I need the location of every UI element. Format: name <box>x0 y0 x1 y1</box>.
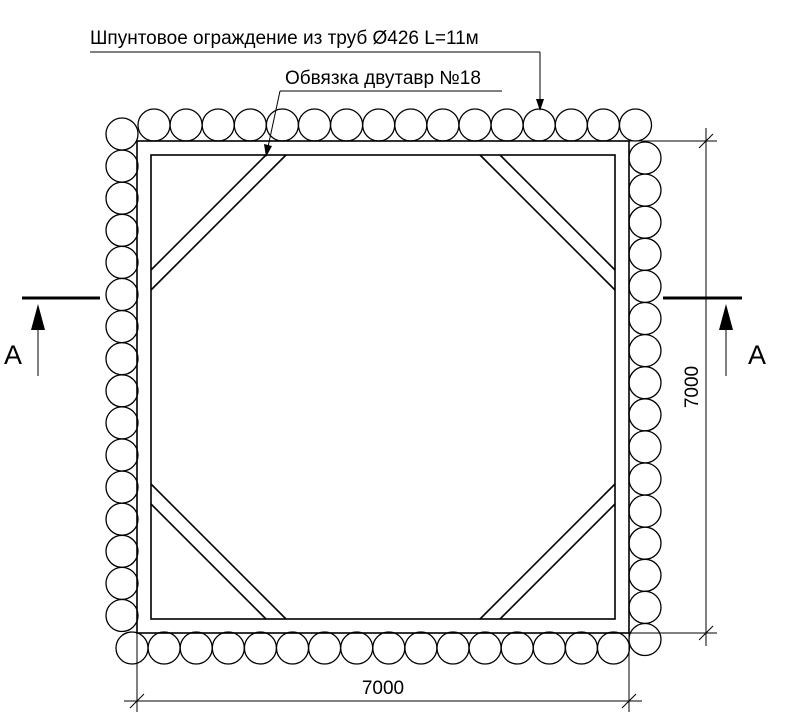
pile-row-bottom <box>115 631 631 665</box>
pile-right <box>628 205 662 239</box>
callout-waling: Обвязка двутавр №18 <box>285 68 481 89</box>
section-mark-right <box>663 296 742 376</box>
pile-row-top <box>137 108 653 142</box>
pile-right <box>628 173 662 207</box>
pile-top <box>426 108 460 142</box>
pile-top <box>522 108 556 142</box>
pile-top <box>362 108 396 142</box>
section-label-right: А <box>748 340 766 370</box>
pile-top <box>233 108 267 142</box>
section-label-left: А <box>4 340 22 370</box>
pile-top <box>329 108 364 142</box>
pile-left <box>105 438 139 472</box>
callout-sheet-piling: Шпунтовое ограждение из труб Ø426 L=11м <box>90 28 479 49</box>
corner-brace-top-left <box>150 154 287 291</box>
dimension-width-value: 7000 <box>362 678 404 699</box>
pile-top <box>265 108 300 142</box>
pile-right <box>628 366 662 400</box>
pile-left <box>105 566 139 601</box>
pile-bottom <box>404 631 438 665</box>
pile-bottom <box>500 631 534 665</box>
corner-brace-bottom-left <box>150 483 287 620</box>
pile-right <box>628 526 662 560</box>
pile-bottom <box>243 631 278 665</box>
waling-frame-inner <box>150 154 616 620</box>
dimension-height-value: 7000 <box>682 366 703 408</box>
pile-bottom <box>372 631 406 665</box>
pile-top <box>394 108 428 142</box>
pile-bottom <box>211 631 245 665</box>
pile-left <box>105 181 139 215</box>
pile-right <box>628 141 662 175</box>
waling-frame-outer <box>136 140 630 634</box>
pile-top <box>586 108 621 142</box>
pile-top <box>297 108 332 142</box>
pile-left <box>105 374 139 408</box>
pile-bottom <box>147 631 181 665</box>
pile-right <box>628 590 662 625</box>
pile-left <box>105 245 139 280</box>
pile-left <box>105 117 139 151</box>
pile-left <box>105 309 139 344</box>
pile-bottom <box>468 631 502 665</box>
pile-bottom <box>179 631 213 665</box>
pile-row-right <box>628 141 662 657</box>
pile-right <box>628 430 662 464</box>
pile-left <box>105 470 139 504</box>
pile-left <box>105 213 139 247</box>
pile-right <box>628 237 662 271</box>
corner-brace-bottom-right <box>479 483 616 620</box>
dimension-height <box>629 128 717 646</box>
pile-bottom <box>436 631 470 665</box>
pile-left <box>105 598 139 633</box>
pile-right <box>628 301 662 336</box>
pile-left <box>105 277 139 312</box>
leader-sheet-piling <box>90 51 544 111</box>
pile-top <box>554 108 588 142</box>
pile-bottom <box>340 631 374 665</box>
pile-bottom <box>564 631 599 665</box>
pile-bottom <box>596 631 631 665</box>
pile-bottom <box>532 631 566 665</box>
pile-left <box>105 406 139 440</box>
pile-top <box>618 108 653 142</box>
pile-right <box>628 622 662 657</box>
pile-right <box>628 333 662 368</box>
pile-bottom <box>115 631 149 665</box>
pile-right <box>628 494 662 528</box>
pile-row-left <box>105 117 139 633</box>
pile-top <box>137 108 171 142</box>
pile-top <box>490 108 524 142</box>
pile-left <box>105 534 139 568</box>
section-mark-left <box>22 296 100 376</box>
pile-bottom <box>307 631 342 665</box>
pile-top <box>169 108 203 142</box>
pile-right <box>628 398 662 432</box>
pile-left <box>105 342 139 376</box>
leader-waling <box>264 90 502 157</box>
pile-bottom <box>275 631 310 665</box>
corner-brace-top-right <box>479 154 616 291</box>
pile-left <box>105 149 139 183</box>
pile-top <box>201 108 235 142</box>
pile-left <box>105 502 139 536</box>
pile-right <box>628 558 662 592</box>
pile-right <box>628 269 662 304</box>
dimension-width <box>124 633 642 712</box>
pile-right <box>628 462 662 496</box>
pile-top <box>458 108 492 142</box>
